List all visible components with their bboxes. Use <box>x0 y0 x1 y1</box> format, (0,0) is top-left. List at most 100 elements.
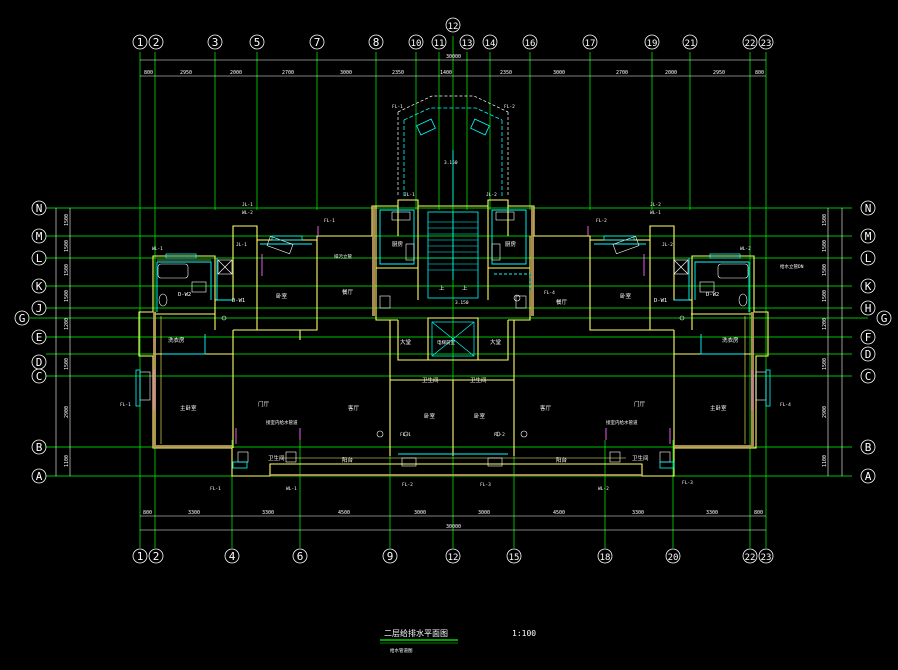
dimension-texts: 800 2950 2000 2700 3000 2350 1400 2350 3… <box>64 54 828 530</box>
svg-text:K: K <box>865 280 872 293</box>
axis-bubbles-right: N M L K H G F D C B A <box>860 200 892 484</box>
dim-bottom-9: 3300 <box>706 510 718 516</box>
balcony-sink <box>487 457 503 467</box>
partition-right <box>589 240 754 448</box>
svg-text:15: 15 <box>509 553 520 563</box>
stair-level: 3.150 <box>444 160 458 166</box>
dim-top-5: 3000 <box>340 70 352 76</box>
axis-bubble-bottom: 12 <box>445 548 461 564</box>
svg-text:F: F <box>865 331 872 344</box>
riser-marker <box>679 315 685 321</box>
svg-text:G: G <box>19 312 26 325</box>
svg-text:B: B <box>865 441 872 454</box>
pipe-run <box>700 334 744 355</box>
axis-bubbles-top: 1 2 3 5 7 8 10 11 12 13 14 16 17 19 21 2… <box>132 17 774 50</box>
room-window-w2-right: D-W2 <box>706 292 719 298</box>
drawing-title-block: 二层给排水平面图 1:100 给水管道图 <box>380 628 536 654</box>
svg-text:4: 4 <box>229 550 236 563</box>
window <box>135 369 141 407</box>
svg-text:A: A <box>865 470 872 483</box>
axis-bubble-left: J <box>31 300 47 316</box>
axis-bubble-right: A <box>860 468 876 484</box>
svg-text:L: L <box>865 252 872 265</box>
drawing-subtitle: 给水管道图 <box>390 647 413 654</box>
riser-marker <box>495 431 501 437</box>
pipe-run <box>491 209 527 265</box>
pipe-run <box>694 261 750 312</box>
tag-bay-left: FL-1 <box>392 104 403 110</box>
dim-right-8: 1100 <box>822 455 828 467</box>
tag: JL-2 <box>486 192 497 198</box>
pipe-tags: JL-1 WL-2 JL-2 WL-1 WL-1 WL-2 JL-1 JL-2 … <box>120 192 791 492</box>
svg-text:20: 20 <box>668 553 679 563</box>
dim-bottom-5: 3000 <box>414 510 426 516</box>
window <box>709 253 741 259</box>
tag: FL-2 <box>494 432 505 438</box>
dim-top-6: 2350 <box>392 70 404 76</box>
axis-bubble-left: N <box>31 200 47 216</box>
axis-bubble-left: A <box>31 468 47 484</box>
plumbing-fixtures <box>139 211 767 467</box>
svg-text:G: G <box>881 312 888 325</box>
svg-text:11: 11 <box>434 39 445 49</box>
window <box>232 461 248 469</box>
axis-bubble-top: 5 <box>249 34 265 50</box>
dim-top-10: 2700 <box>616 70 628 76</box>
wall-fill-bands <box>153 206 754 476</box>
room-master-right: 主卧室 <box>710 404 727 412</box>
axis-bubble-left: M <box>31 228 47 244</box>
window <box>765 369 771 407</box>
svg-text:19: 19 <box>647 39 658 49</box>
room-lobby-right: 大堂 <box>490 338 502 346</box>
axis-bubble-top: 21 <box>682 34 698 50</box>
riser-marker <box>221 315 227 321</box>
svg-text:M: M <box>36 230 43 243</box>
svg-text:17: 17 <box>585 39 596 49</box>
bathtub <box>157 263 189 279</box>
room-toilet-core-right: 卫生间 <box>470 376 487 384</box>
axis-bubble-top: 11 <box>431 34 447 50</box>
svg-text:C: C <box>865 370 872 383</box>
pipe-run <box>674 258 690 301</box>
room-kitchen-left: 厨房 <box>392 240 404 248</box>
room-bedroom-core-left: 卧室 <box>424 412 436 420</box>
bay-outline <box>397 95 509 196</box>
dim-top-7: 1400 <box>440 70 452 76</box>
axis-bubble-top: 17 <box>582 34 598 50</box>
tag: FL-1 <box>400 432 411 438</box>
svg-text:D: D <box>865 348 872 361</box>
tag: JL-2 <box>662 242 673 248</box>
room-lobby-left: 大堂 <box>400 338 412 346</box>
shower <box>673 259 689 275</box>
room-window-w2-left: D-W2 <box>178 292 191 298</box>
stove <box>491 243 501 261</box>
axis-bubble-top: 1 <box>132 34 148 50</box>
tag: JL-1 <box>236 242 247 248</box>
dim-top-3: 2000 <box>230 70 242 76</box>
axis-bubble-left: D <box>31 354 47 370</box>
pipe-run <box>156 261 212 312</box>
basin <box>699 281 715 293</box>
axis-bubble-right: H <box>860 300 876 316</box>
dim-right-2: 1500 <box>822 240 828 252</box>
axis-bubble-bottom: 9 <box>382 548 398 564</box>
drawing-scale: 1:100 <box>512 629 536 638</box>
wall-fill <box>372 206 375 316</box>
axis-bubble-top: 2 <box>148 34 164 50</box>
pipe-run <box>379 209 415 265</box>
svg-text:23: 23 <box>761 39 772 49</box>
svg-text:C: C <box>36 370 43 383</box>
pipe-note: 接室内给水管道 <box>606 419 638 426</box>
axis-bubble-top: 7 <box>309 34 325 50</box>
axis-bubble-left: E <box>31 329 47 345</box>
room-balcony-small-right: 卫生间 <box>632 454 649 462</box>
tag: JL-1 <box>404 192 415 198</box>
room-bedroom-core-right: 卧室 <box>474 412 486 420</box>
axis-bubble-top: 8 <box>368 34 384 50</box>
svg-text:10: 10 <box>411 39 422 49</box>
stair-up-label-2: 上 <box>462 284 468 292</box>
dim-top-2: 2950 <box>180 70 192 76</box>
svg-text:22: 22 <box>745 39 756 49</box>
axis-bubble-right: N <box>860 200 876 216</box>
